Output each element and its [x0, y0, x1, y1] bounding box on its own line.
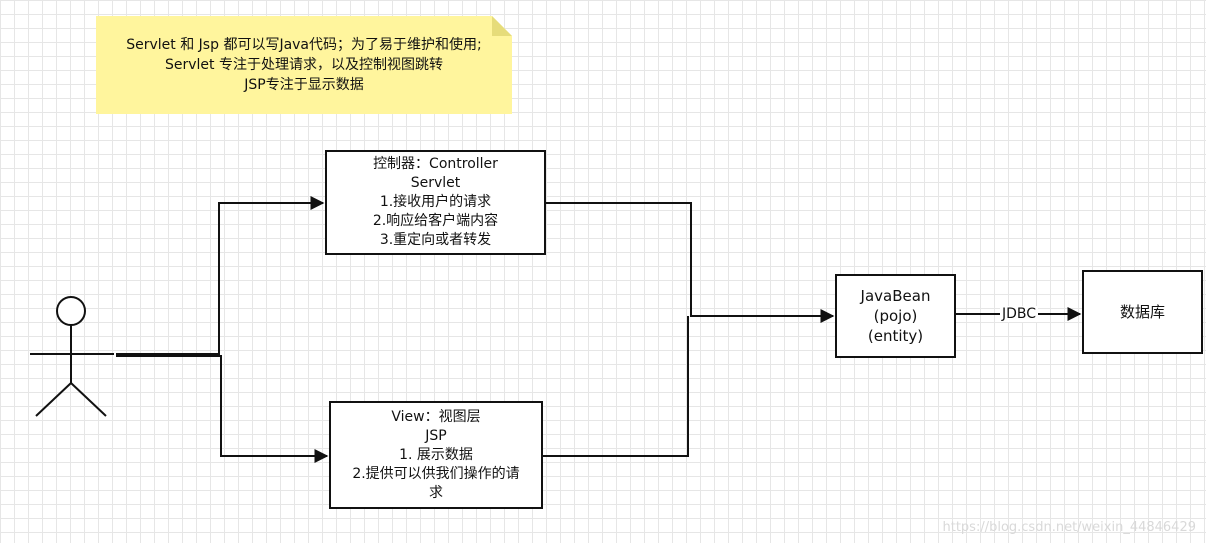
javabean-pojo: (pojo) [873, 307, 918, 325]
jdbc-label: JDBC [1000, 306, 1039, 322]
view-item-2: 2.提供可以供我们操作的请 [352, 465, 520, 482]
view-item-1: 1. 展示数据 [399, 446, 473, 463]
database-label: 数据库 [1119, 302, 1165, 321]
javabean-entity: (entity) [867, 327, 924, 345]
controller-item-3: 3.重定向或者转发 [379, 232, 492, 248]
actor-figure [30, 296, 114, 417]
controller-item-1: 1.接收用户的请求 [379, 194, 492, 210]
note-line-1: Servlet 和 Jsp 都可以写Java代码；为了易于维护和使用; [126, 37, 482, 53]
note-line-3: JSP专注于显示数据 [244, 77, 364, 93]
edge-actor-to-view [116, 355, 329, 463]
edge-controller-to-javabean [546, 202, 835, 323]
view-title: View：视图层 [391, 408, 481, 425]
view-box: View：视图层 JSP 1. 展示数据 2.提供可以供我们操作的请 求 [329, 401, 543, 509]
edge-actor-to-controller [116, 196, 325, 355]
database-box: 数据库 [1082, 270, 1203, 354]
sticky-note: Servlet 和 Jsp 都可以写Java代码；为了易于维护和使用; Serv… [96, 16, 512, 114]
controller-title: 控制器：Controller [373, 156, 498, 172]
edge-view-to-javabean [543, 316, 689, 457]
view-subtitle: JSP [425, 427, 447, 444]
controller-item-2: 2.响应给客户端内容 [372, 213, 499, 229]
watermark-text: https://blog.csdn.net/weixin_44846429 [942, 520, 1196, 535]
controller-subtitle: Servlet [410, 175, 461, 191]
controller-box: 控制器：Controller Servlet 1.接收用户的请求 2.响应给客户… [325, 150, 546, 255]
javabean-title: JavaBean [860, 287, 931, 305]
note-line-2: Servlet 专注于处理请求，以及控制视图跳转 [165, 57, 443, 73]
view-item-2-cont: 求 [429, 484, 443, 501]
javabean-box: JavaBean (pojo) (entity) [835, 274, 956, 358]
